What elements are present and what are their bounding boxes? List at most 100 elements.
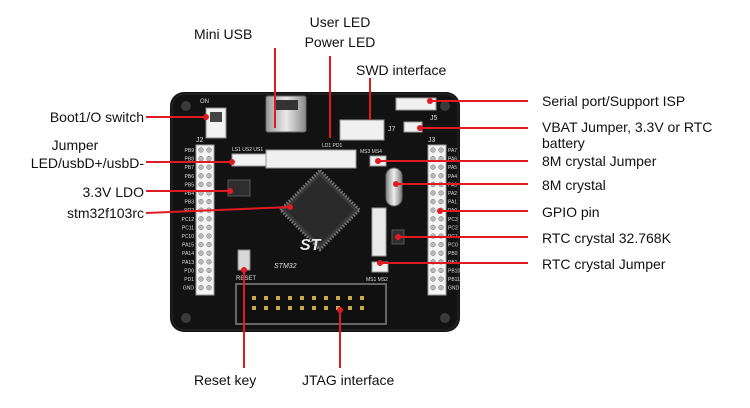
pin-hole: [206, 164, 212, 170]
pin-label: PB10: [448, 268, 460, 274]
pin-hole: [430, 267, 436, 274]
label-boot-switch: Boot1/O switch: [49, 109, 144, 125]
pin-label: PD0: [184, 268, 194, 274]
gpio-middle-header: [371, 207, 387, 257]
pin-hole: [438, 276, 444, 282]
pin-hole: [198, 155, 204, 162]
jtag-pin: [348, 296, 352, 300]
mounting-hole: [181, 101, 191, 111]
callout-dot: [393, 181, 399, 187]
pin-label: PB4: [185, 191, 195, 197]
jtag-pins: [252, 296, 364, 310]
pin-hole: [206, 147, 212, 153]
jtag-pin: [288, 306, 292, 310]
pin-label: PD1: [184, 277, 194, 283]
pin-hole: [206, 250, 212, 256]
pin-hole: [430, 207, 436, 213]
pin-label: PA4: [448, 174, 457, 180]
pin-hole: [206, 155, 212, 162]
pin-hole: [206, 224, 212, 231]
pin-hole: [206, 216, 212, 222]
pin-label: PC2: [448, 225, 458, 231]
pin-hole: [206, 181, 212, 188]
usb-jumper-label: LS1 US2 US1: [232, 147, 263, 153]
mounting-hole: [440, 101, 450, 111]
reset-label: RESET: [236, 276, 256, 282]
label-serial: Serial port/Support ISP: [542, 93, 686, 109]
label-rtc-crystal: RTC crystal 32.768K: [542, 230, 671, 246]
pin-label: PB9: [185, 148, 195, 154]
pin-label: GND: [183, 286, 195, 292]
pin-hole: [438, 224, 444, 231]
pin-hole: [438, 284, 444, 291]
mounting-hole: [440, 313, 450, 323]
pin-hole: [198, 173, 204, 179]
jtag-pin: [324, 296, 328, 300]
pin-label: PA2: [448, 191, 457, 197]
label-crystal-jumper: 8M crystal Jumper: [542, 153, 657, 169]
jtag-connector: [235, 283, 387, 325]
pin-hole: [438, 147, 444, 153]
rtc-jumper-label: MS1 MS2: [366, 277, 388, 283]
pin-label: PC3: [448, 217, 458, 223]
pin-label: PB8: [185, 157, 195, 163]
label-ldo: 3.3V LDO: [82, 184, 144, 200]
callout-dot: [377, 260, 383, 266]
pin-hole: [206, 233, 212, 239]
pin-hole: [430, 198, 436, 205]
label-rtc-jumper: RTC crystal Jumper: [542, 256, 666, 272]
pin-label: PA7: [448, 148, 457, 154]
pin-label: PA15: [182, 243, 194, 249]
pin-hole: [198, 147, 204, 153]
callout-lines: [145, 48, 528, 368]
pin-label: PB0: [448, 251, 458, 257]
pin-hole: [206, 259, 212, 265]
pin-hole: [198, 250, 204, 256]
label-jumper-line1: Jumper: [51, 137, 99, 153]
pin-hole: [438, 173, 444, 179]
pin-hole: [198, 241, 204, 248]
j5-label: J5: [430, 115, 438, 122]
pin-hole: [198, 259, 204, 265]
callout-dot: [375, 158, 381, 164]
label-crystal: 8M crystal: [542, 177, 606, 193]
label-swd: SWD interface: [356, 62, 447, 78]
callout-dots: [203, 98, 443, 313]
pin-hole: [438, 190, 444, 196]
callout-dot: [241, 267, 247, 273]
callout-dot: [203, 114, 209, 120]
jtag-pin: [360, 296, 364, 300]
callout-line-mcu: [145, 206, 291, 214]
pin-label: PB7: [185, 165, 195, 171]
callout-dot: [337, 307, 343, 313]
pin-label: PA14: [182, 251, 194, 257]
pin-hole: [438, 267, 444, 274]
j3-label: J3: [428, 137, 436, 144]
pin-hole: [206, 241, 212, 248]
callout-dot: [427, 98, 433, 104]
pin-label: PC10: [181, 234, 194, 240]
pin-label: PB5: [185, 182, 195, 188]
pin-hole: [198, 164, 204, 170]
label-mcu: stm32f103rc: [66, 205, 144, 221]
swd-header: [339, 119, 385, 141]
usb-jumper-block: [231, 153, 269, 167]
pin-label: PC11: [182, 225, 194, 231]
left-pin-holes: [198, 147, 212, 291]
pin-hole: [438, 250, 444, 256]
label-mini-usb: Mini USB: [194, 26, 253, 42]
jtag-pin: [264, 296, 268, 300]
pin-hole: [198, 224, 204, 231]
pin-hole: [430, 224, 436, 231]
jtag-pin: [300, 306, 304, 310]
label-jumper-line2: LED/usbD+/usbD-: [30, 155, 144, 171]
pin-hole: [198, 198, 204, 205]
pin-hole: [438, 164, 444, 170]
pin-label: PA1: [448, 200, 457, 206]
pin-label: PA6: [448, 157, 457, 163]
pin-hole: [430, 284, 436, 291]
chip-marking: ST: [300, 237, 322, 254]
callout-dot: [417, 125, 423, 131]
jtag-pin: [288, 296, 292, 300]
